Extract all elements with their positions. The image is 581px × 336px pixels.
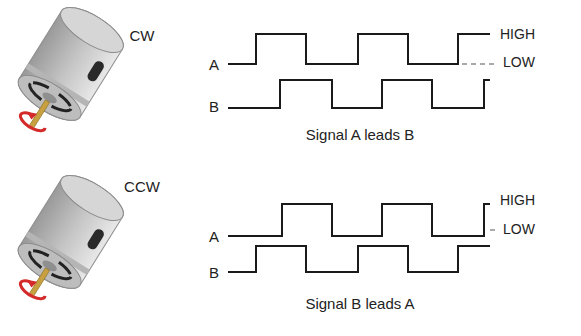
level-label: LOW (503, 55, 535, 69)
signal-name: B (209, 265, 219, 280)
level-label: LOW (503, 222, 535, 236)
direction-label: CW (130, 28, 155, 43)
caption-note: Signal B leads A (305, 296, 414, 311)
signal-name: B (209, 99, 219, 114)
signal-name: A (209, 57, 219, 72)
level-label: HIGH (500, 193, 535, 207)
caption-note: Signal A leads B (306, 127, 414, 142)
signal-name: A (209, 229, 219, 244)
level-label: HIGH (500, 27, 535, 41)
direction-label: CCW (124, 179, 160, 194)
